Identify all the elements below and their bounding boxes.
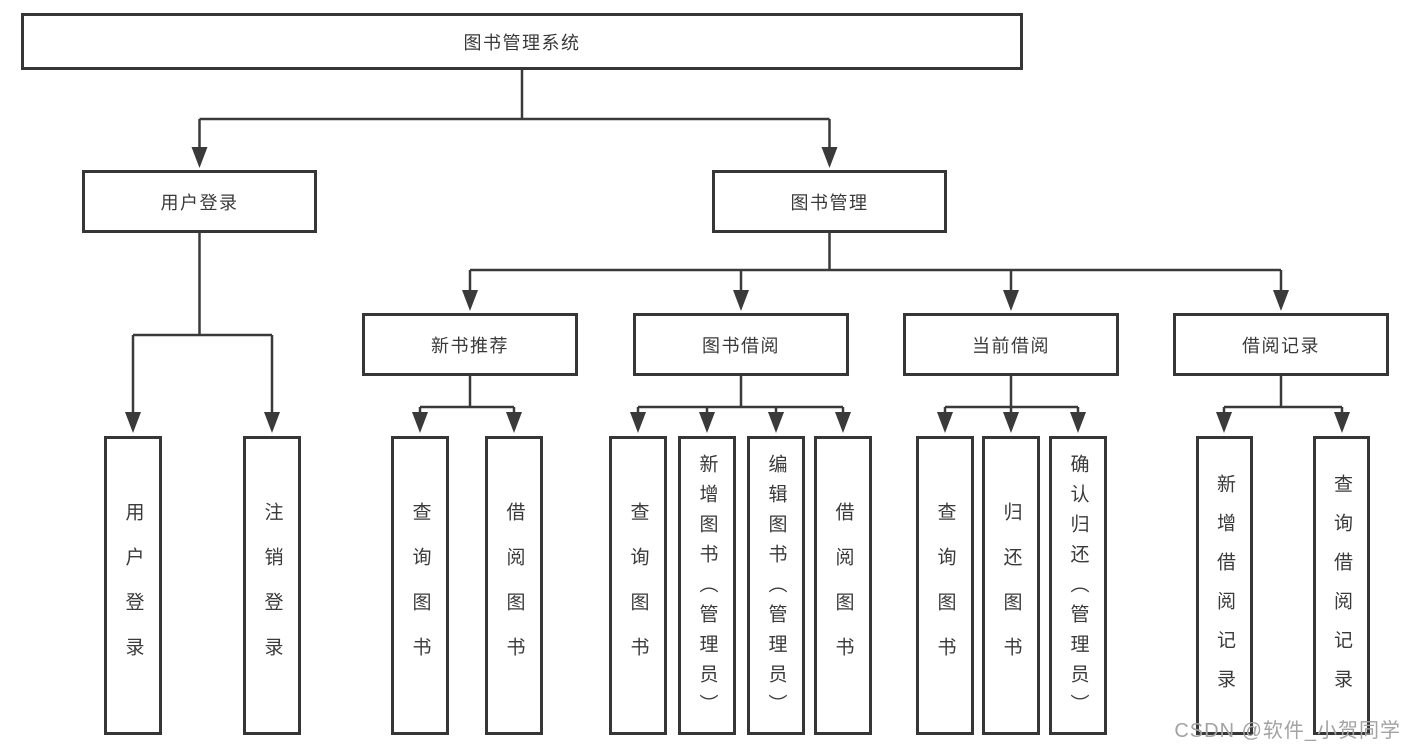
leaf-label: 查询借阅记录 — [1331, 473, 1352, 708]
leaf-label: 借阅图书 — [832, 502, 854, 682]
node-label: 当前借阅 — [972, 335, 1050, 356]
leaf-add-book-admin: 新增图书（管理员） — [678, 436, 736, 735]
leaf-query-books: 查询图书 — [609, 436, 667, 735]
leaf-query-books: 查询图书 — [916, 436, 974, 735]
leaf-label: 用户登录 — [122, 502, 144, 682]
node-label: 图书借阅 — [702, 335, 780, 356]
node-new-book-recommend: 新书推荐 — [362, 313, 578, 376]
leaf-label: 借阅图书 — [503, 502, 525, 682]
leaf-label: 新增图书（管理员） — [696, 453, 718, 724]
leaf-query-books: 查询图书 — [391, 436, 449, 735]
node-user-login: 用户登录 — [82, 170, 317, 233]
csdn-watermark: CSDN @软件_小贺同学 — [1174, 720, 1401, 742]
leaf-label: 新增借阅记录 — [1214, 473, 1235, 708]
leaf-logout: 注销登录 — [243, 436, 301, 735]
leaf-label: 编辑图书（管理员） — [765, 453, 787, 724]
leaf-label: 查询图书 — [934, 502, 956, 682]
node-book-management: 图书管理 — [712, 170, 947, 233]
node-book-borrowing: 图书借阅 — [633, 313, 849, 376]
leaf-label: 注销登录 — [261, 502, 283, 682]
leaf-query-borrow-record: 查询借阅记录 — [1313, 436, 1370, 735]
leaf-borrow-books: 借阅图书 — [814, 436, 872, 735]
node-label: 新书推荐 — [431, 335, 509, 356]
leaf-label: 查询图书 — [409, 502, 431, 682]
node-label: 借阅记录 — [1242, 335, 1320, 356]
node-label: 图书管理系统 — [463, 32, 581, 53]
leaf-add-borrow-record: 新增借阅记录 — [1196, 436, 1253, 735]
leaf-label: 归还图书 — [1000, 502, 1022, 682]
arrowheads — [125, 147, 1350, 433]
node-library-management-system: 图书管理系统 — [21, 13, 1023, 70]
node-current-borrowing: 当前借阅 — [903, 313, 1119, 376]
leaf-label: 查询图书 — [627, 502, 649, 682]
node-borrowing-records: 借阅记录 — [1173, 313, 1389, 376]
node-label: 图书管理 — [790, 192, 869, 213]
leaf-edit-book-admin: 编辑图书（管理员） — [747, 436, 805, 735]
leaf-return-books: 归还图书 — [982, 436, 1040, 735]
leaf-user-login: 用户登录 — [104, 436, 162, 735]
leaf-label: 确认归还（管理员） — [1067, 453, 1089, 724]
leaf-confirm-return-admin: 确认归还（管理员） — [1049, 436, 1107, 735]
node-label: 用户登录 — [160, 192, 239, 213]
leaf-borrow-books: 借阅图书 — [485, 436, 543, 735]
